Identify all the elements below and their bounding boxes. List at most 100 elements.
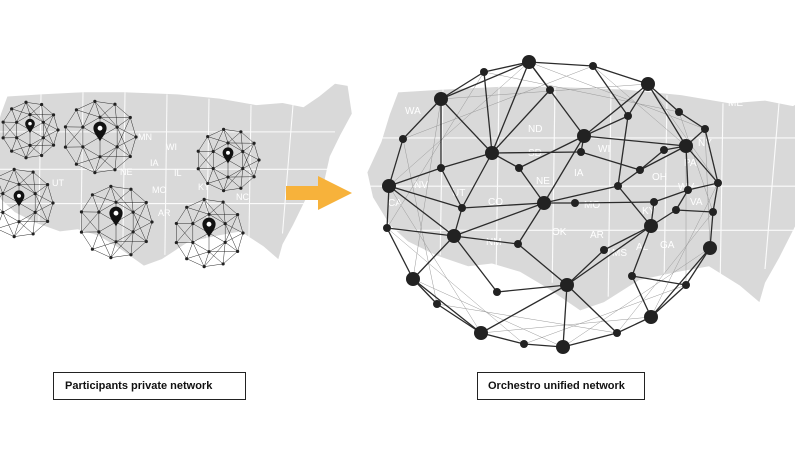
network-node bbox=[226, 175, 230, 179]
network-link bbox=[186, 199, 205, 208]
network-link bbox=[227, 176, 242, 189]
network-node bbox=[614, 182, 622, 190]
network-link bbox=[2, 202, 20, 213]
network-link bbox=[207, 168, 214, 184]
network-node bbox=[577, 129, 591, 143]
network-link bbox=[133, 231, 147, 242]
network-link bbox=[35, 212, 48, 222]
network-link bbox=[204, 199, 224, 203]
left-caption-text: Participants private network bbox=[65, 380, 213, 392]
network-node bbox=[433, 300, 441, 308]
network-link bbox=[388, 185, 455, 237]
network-node bbox=[109, 184, 113, 188]
state-label: UT bbox=[52, 178, 64, 188]
network-link bbox=[704, 128, 719, 184]
network-link bbox=[480, 284, 568, 334]
network-link bbox=[130, 117, 137, 138]
network-node bbox=[406, 272, 420, 286]
network-node bbox=[641, 77, 655, 91]
network-node bbox=[636, 166, 644, 174]
network-node bbox=[589, 62, 597, 70]
network-node bbox=[515, 164, 523, 172]
network-node bbox=[624, 112, 632, 120]
network-link bbox=[566, 284, 618, 334]
network-link bbox=[117, 126, 137, 138]
network-node bbox=[560, 278, 574, 292]
network-link bbox=[0, 169, 15, 177]
network-link bbox=[133, 202, 147, 213]
network-node bbox=[1, 120, 5, 124]
network-node bbox=[24, 156, 28, 160]
network-node bbox=[206, 181, 210, 186]
map-pin-icon bbox=[93, 121, 107, 142]
network-node bbox=[221, 127, 226, 131]
state-label: WI bbox=[166, 142, 177, 152]
network-link bbox=[29, 129, 44, 138]
network-link bbox=[386, 227, 455, 237]
network-link bbox=[53, 114, 59, 131]
network-node bbox=[98, 115, 102, 119]
network-link bbox=[203, 199, 226, 224]
network-link bbox=[18, 212, 36, 222]
network-node bbox=[174, 221, 178, 226]
network-node bbox=[10, 149, 14, 153]
network-link bbox=[110, 241, 117, 258]
state-label: WA bbox=[405, 106, 421, 117]
network-link bbox=[242, 151, 255, 177]
network-link bbox=[223, 129, 243, 152]
network-link bbox=[224, 223, 238, 252]
left-state-labels: MN WI IA IL NE MO KY NC AR UT bbox=[52, 132, 249, 218]
network-link bbox=[223, 168, 243, 191]
network-link bbox=[13, 169, 36, 194]
network-link bbox=[491, 151, 582, 154]
network-link bbox=[25, 102, 44, 123]
network-link bbox=[146, 221, 153, 242]
private-network-cluster bbox=[0, 167, 55, 239]
network-link bbox=[440, 71, 485, 100]
state-label: VA bbox=[690, 197, 703, 208]
network-link bbox=[480, 332, 525, 345]
network-link bbox=[82, 136, 101, 148]
network-link bbox=[2, 108, 12, 123]
network-node bbox=[226, 141, 230, 145]
arrow-right-icon bbox=[286, 176, 352, 210]
network-link bbox=[528, 61, 706, 130]
network-link bbox=[2, 212, 15, 237]
network-node bbox=[701, 125, 709, 133]
network-link bbox=[76, 109, 84, 128]
network-link bbox=[76, 101, 95, 111]
network-link bbox=[47, 184, 54, 204]
network-link bbox=[650, 182, 719, 318]
state-label: UT bbox=[452, 188, 465, 199]
network-node bbox=[134, 135, 138, 139]
network-link bbox=[528, 61, 594, 67]
network-link bbox=[65, 147, 77, 165]
network-node bbox=[63, 125, 68, 129]
network-link bbox=[580, 151, 641, 171]
network-link bbox=[18, 184, 36, 194]
network-node bbox=[10, 107, 14, 111]
network-node bbox=[207, 250, 211, 254]
network-link bbox=[94, 101, 101, 118]
network-link bbox=[213, 142, 229, 152]
network-link bbox=[583, 115, 629, 137]
network-link bbox=[491, 61, 530, 154]
network-link bbox=[94, 156, 101, 173]
network-link bbox=[647, 83, 687, 147]
network-node bbox=[241, 149, 245, 154]
network-node bbox=[15, 120, 19, 124]
right-caption-text: Orchestro unified network bbox=[488, 380, 625, 392]
network-link bbox=[402, 138, 438, 305]
network-link bbox=[566, 225, 652, 286]
network-link bbox=[130, 136, 137, 157]
network-link bbox=[528, 61, 585, 137]
network-link bbox=[523, 284, 687, 345]
network-link bbox=[253, 159, 260, 177]
network-link bbox=[386, 227, 525, 345]
network-node bbox=[613, 329, 621, 337]
network-link bbox=[130, 189, 134, 213]
network-node bbox=[211, 166, 215, 171]
network-link bbox=[685, 145, 689, 191]
network-node bbox=[63, 145, 68, 149]
network-node bbox=[644, 219, 658, 233]
